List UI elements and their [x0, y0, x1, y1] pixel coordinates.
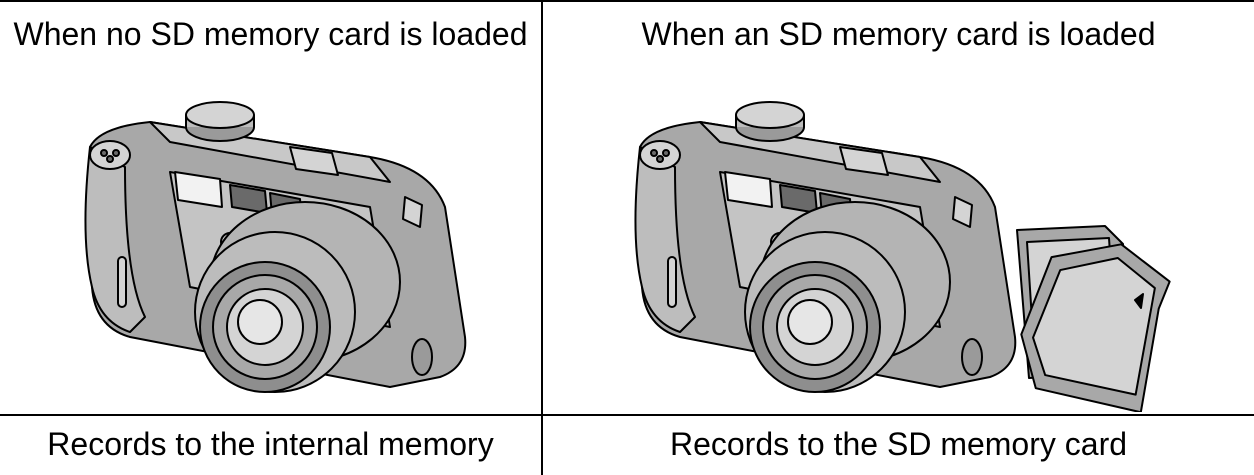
header-with-card: When an SD memory card is loaded	[543, 16, 1254, 53]
footer-internal-memory: Records to the internal memory	[0, 426, 541, 463]
column-divider	[541, 2, 543, 475]
row-divider	[0, 414, 1254, 416]
footer-sd-card: Records to the SD memory card	[543, 426, 1254, 463]
sd-card-icon	[1005, 222, 1175, 412]
camera-icon	[620, 87, 1020, 407]
header-no-card: When no SD memory card is loaded	[0, 16, 541, 53]
camera-icon	[70, 87, 470, 407]
